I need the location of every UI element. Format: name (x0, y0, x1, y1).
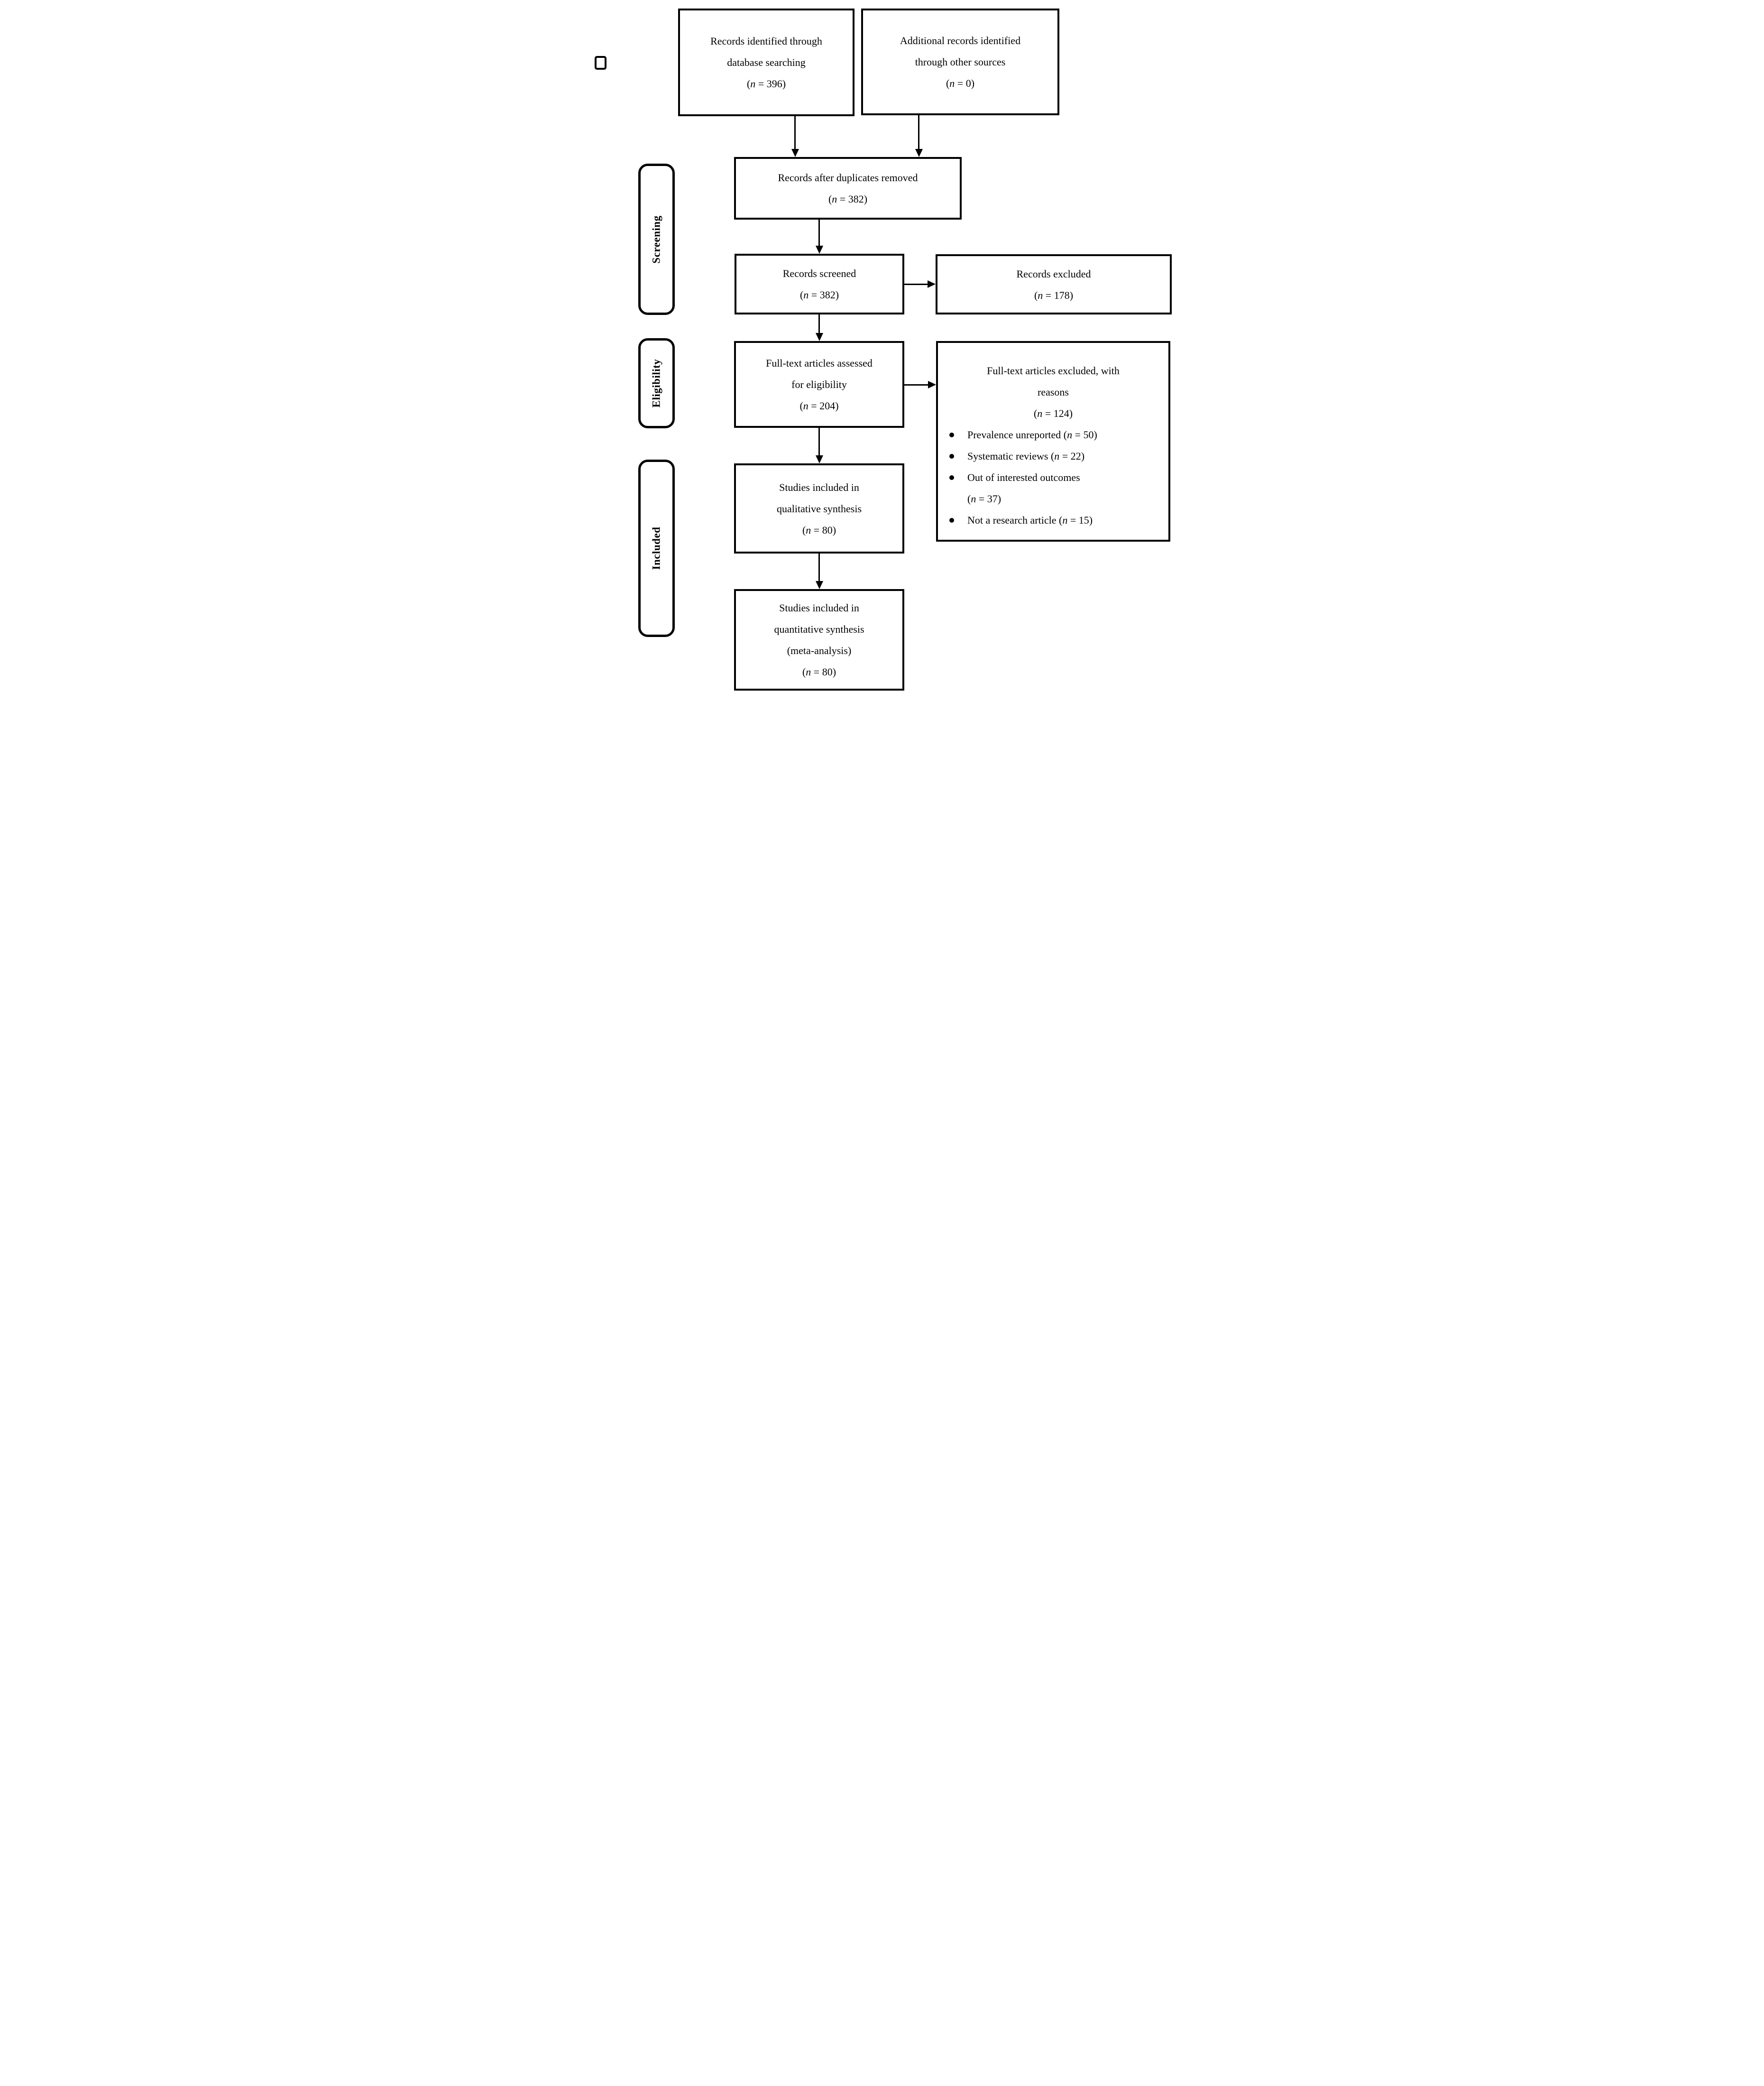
reason-text: Not a research article (967, 514, 1059, 526)
missing-glyph-box-icon (595, 56, 606, 70)
stage-label-screening: Screening (638, 164, 675, 315)
bullet-icon (949, 433, 954, 437)
count-line: (n = 382) (828, 193, 868, 205)
box-records-screened: Records screened (n = 382) (735, 254, 904, 314)
stage-label-included: Included (638, 460, 675, 637)
box-fulltext-excluded: Full-text articles excluded, with reason… (936, 341, 1170, 542)
exclusion-reason-item: Out of interested outcomes (n = 37) (949, 467, 1162, 509)
box-text-line: quantitative synthesis (774, 623, 864, 635)
box-text-line: Records identified through (710, 35, 822, 47)
count-line: (n = 0) (946, 77, 975, 89)
count-line: (n = 382) (799, 289, 839, 301)
n-variable: n (806, 666, 811, 678)
n-variable: n (1067, 429, 1073, 441)
exclusion-reason-item: Systematic reviews (n = 22) (949, 445, 1162, 467)
count-line: (n = 396) (746, 78, 786, 90)
box-text-line: for eligibility (791, 378, 847, 390)
exclusion-reason-item: Prevalence unreported (n = 50) (949, 424, 1162, 445)
bullet-icon (949, 475, 954, 480)
reason-count: (n = 50) (1063, 429, 1097, 441)
box-text-line: Records after duplicates removed (778, 172, 918, 184)
reason-text: Out of interested outcomes (967, 471, 1080, 483)
box-duplicates-removed: Records after duplicates removed (n = 38… (734, 157, 962, 220)
box-additional-records: Additional records identified through ot… (861, 9, 1059, 115)
count-line: (n = 80) (802, 666, 836, 678)
n-variable: n (750, 78, 756, 90)
count-line: (n = 204) (799, 400, 839, 412)
reason-text: Systematic reviews (967, 450, 1051, 462)
box-fulltext-assessed: Full-text articles assessed for eligibil… (734, 341, 904, 428)
n-variable: n (1038, 289, 1043, 301)
box-text-line: Studies included in (779, 602, 859, 614)
count-line: (n = 80) (802, 524, 836, 536)
box-records-excluded: Records excluded (n = 178) (936, 254, 1172, 314)
box-text-line: Studies included in (779, 481, 859, 493)
box-qualitative-synthesis: Studies included in qualitative synthesi… (734, 463, 904, 554)
box-text-line: reasons (1038, 386, 1069, 398)
n-variable: n (806, 524, 811, 536)
n-variable: n (803, 400, 808, 412)
box-text-line: qualitative synthesis (776, 502, 862, 515)
reason-count: (n = 15) (1059, 514, 1093, 526)
n-variable: n (949, 77, 955, 89)
count-line: (n = 124) (1033, 407, 1073, 419)
box-quantitative-synthesis: Studies included in quantitative synthes… (734, 589, 904, 691)
reason-count: (n = 37) (967, 493, 1001, 505)
box-text-line: Full-text articles assessed (766, 357, 873, 369)
exclusion-reason-item: Not a research article (n = 15) (949, 509, 1162, 531)
n-variable: n (1054, 450, 1060, 462)
n-variable: n (803, 289, 809, 301)
stage-label-eligibility-text: Eligibility (650, 359, 662, 408)
count-line: (n = 178) (1034, 289, 1074, 301)
n-variable: n (1062, 514, 1068, 526)
box-text-line: Additional records identified (900, 35, 1021, 46)
n-variable: n (971, 493, 976, 505)
reason-count: (n = 22) (1050, 450, 1085, 462)
bullet-icon (949, 454, 954, 459)
box-text-line: Records screened (782, 268, 856, 279)
box-text-line: Full-text articles excluded, with (987, 365, 1120, 377)
exclusion-reason-list: Prevalence unreported (n = 50) Systemati… (938, 424, 1168, 531)
reason-text: Prevalence unreported (967, 429, 1064, 441)
box-text-line: Records excluded (1016, 268, 1091, 280)
n-variable: n (1037, 407, 1043, 419)
box-text-line: (meta-analysis) (787, 645, 852, 656)
stage-label-screening-text: Screening (650, 215, 662, 264)
box-records-identified: Records identified through database sear… (678, 9, 854, 116)
box-text-line: database searching (727, 56, 806, 68)
prisma-flow-diagram: Screening Eligibility Included Records i… (588, 0, 1176, 695)
n-variable: n (832, 193, 837, 205)
stage-label-included-text: Included (650, 526, 662, 570)
box-text-line: through other sources (915, 56, 1006, 68)
stage-label-eligibility: Eligibility (638, 338, 675, 428)
bullet-icon (949, 518, 954, 523)
